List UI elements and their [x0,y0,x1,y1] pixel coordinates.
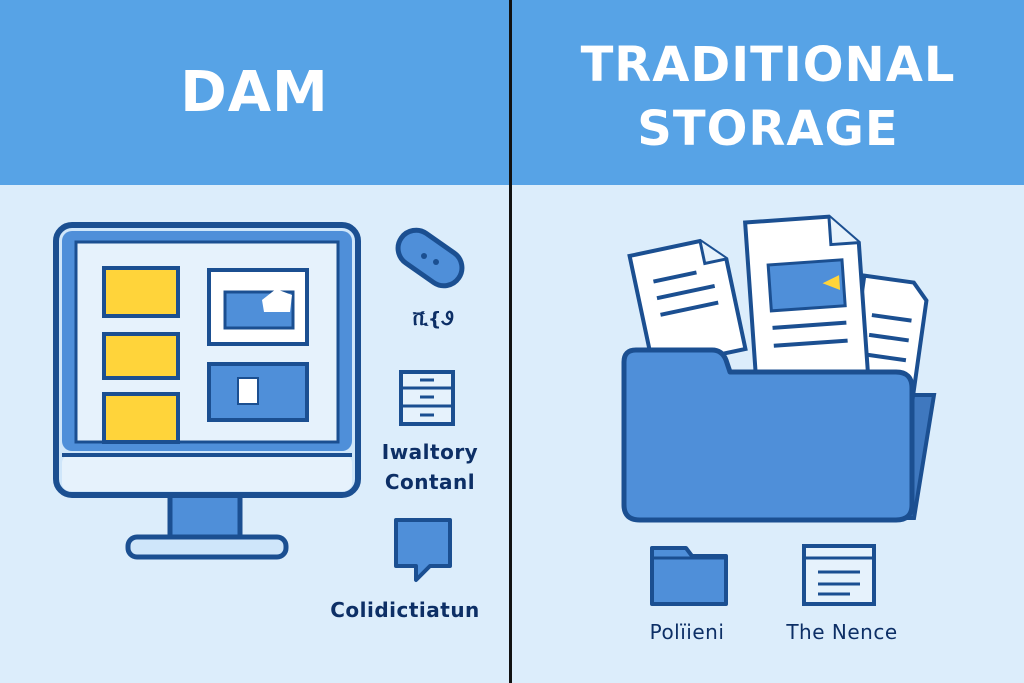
document-label: The Nence [786,620,898,644]
dam-panel: DAM [0,0,509,683]
storage-title-line2: STORAGE [637,100,899,157]
folder-icon [650,546,728,606]
panel-divider [509,0,512,683]
tag-icon [395,227,465,289]
dam-header: DAM [0,0,509,185]
document-icon [802,544,876,606]
monitor-icon [53,222,361,560]
storage-title: TRADITIONAL STORAGE [581,29,956,157]
cabinet-icon [399,370,455,426]
storage-title-line1: TRADITIONAL [580,36,956,93]
speech-bubble-label: Colidictiatun [330,598,480,622]
folder-label: Polïieni [649,620,725,644]
speech-bubble-icon [394,518,452,582]
storage-illustration [621,214,937,606]
traditional-storage-panel: TRADITIONAL STORAGE [512,0,1024,683]
cabinet-label-line2: Contanl [384,470,476,494]
storage-header: TRADITIONAL STORAGE [512,0,1024,185]
dam-title: DAM [180,59,329,125]
dam-illustration [53,222,465,582]
folder-with-documents-icon [621,214,937,523]
cabinet-label-line1: Iwaltory [381,440,479,464]
tag-label: ቪ{Ꮽ [412,308,454,330]
